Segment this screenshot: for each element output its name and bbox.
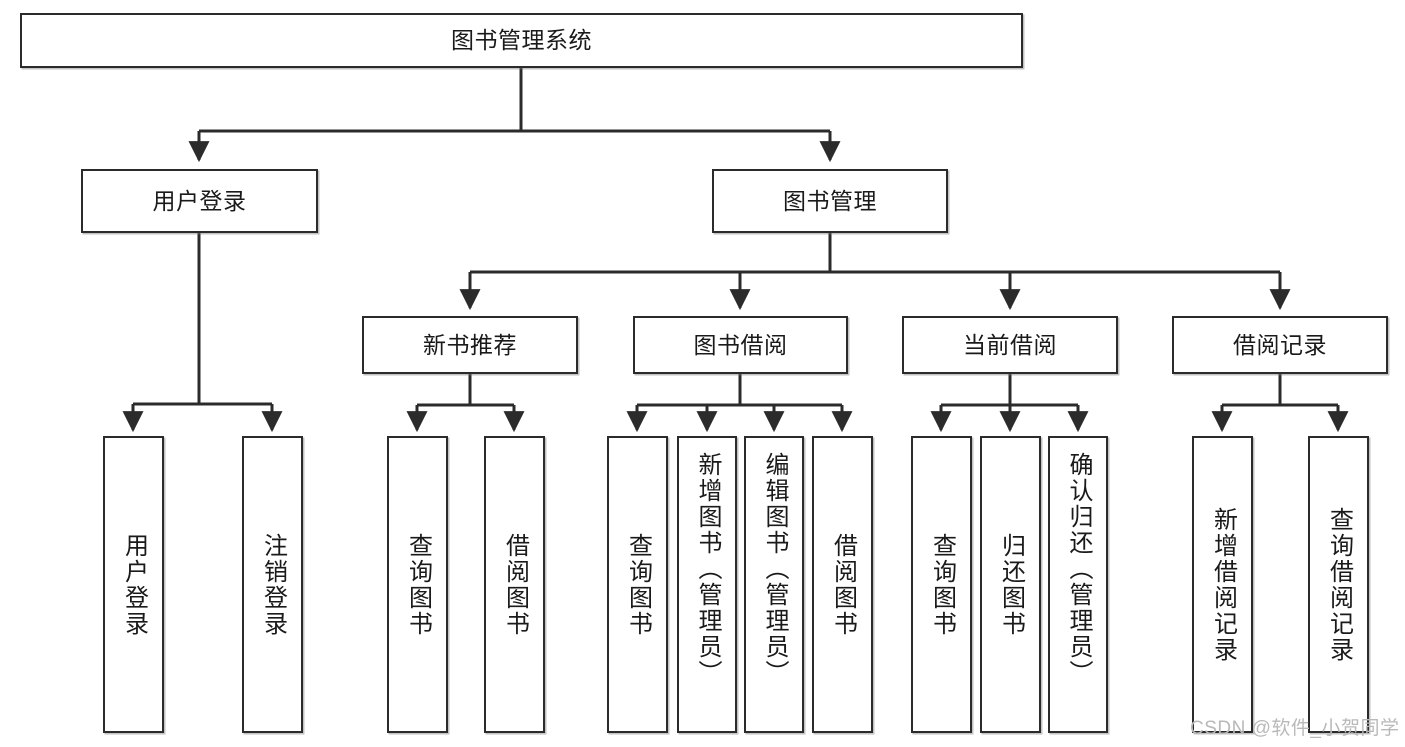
node-root-book-management-system[interactable]: 图书管理系统 xyxy=(20,13,1023,68)
node-label: 图书管理系统 xyxy=(451,27,592,54)
node-label: 用户登录 xyxy=(152,187,247,214)
node-leaf-query-book-current[interactable]: 查询图书 xyxy=(911,436,972,733)
csdn-watermark: CSDN @软件_小贺同学 xyxy=(1190,718,1400,739)
node-leaf-query-book-borrow[interactable]: 查询图书 xyxy=(607,436,668,733)
node-label: 查询图书 xyxy=(624,532,652,637)
node-label: 查询图书 xyxy=(928,532,956,637)
node-label: 查询图书 xyxy=(404,532,432,637)
node-label: 新书推荐 xyxy=(423,331,517,358)
node-user-login[interactable]: 用户登录 xyxy=(81,169,318,233)
node-label: 查询借阅记录 xyxy=(1325,506,1353,663)
node-label: 新增图书（管理员） xyxy=(694,452,721,686)
node-borrow-record[interactable]: 借阅记录 xyxy=(1172,316,1388,374)
node-book-borrow[interactable]: 图书借阅 xyxy=(633,316,848,374)
node-label: 注销登录 xyxy=(259,532,287,637)
node-leaf-edit-book-admin[interactable]: 编辑图书（管理员） xyxy=(744,436,804,733)
node-current-borrow[interactable]: 当前借阅 xyxy=(902,316,1118,374)
node-leaf-user-login[interactable]: 用户登录 xyxy=(103,436,164,733)
node-leaf-user-logout[interactable]: 注销登录 xyxy=(242,436,303,733)
node-book-management[interactable]: 图书管理 xyxy=(712,169,948,233)
node-leaf-return-book[interactable]: 归还图书 xyxy=(980,436,1041,733)
node-label: 图书借阅 xyxy=(693,331,788,358)
node-new-book-recommend[interactable]: 新书推荐 xyxy=(362,316,578,374)
node-label: 借阅记录 xyxy=(1233,331,1327,358)
node-label: 当前借阅 xyxy=(963,331,1057,358)
node-label: 归还图书 xyxy=(997,532,1025,637)
node-label: 图书管理 xyxy=(783,187,877,214)
node-leaf-borrow-book[interactable]: 借阅图书 xyxy=(812,436,873,733)
node-label: 借阅图书 xyxy=(501,532,529,637)
node-leaf-add-book-admin[interactable]: 新增图书（管理员） xyxy=(677,436,737,733)
node-label: 新增借阅记录 xyxy=(1209,506,1237,663)
node-label: 确认归还（管理员） xyxy=(1065,452,1092,686)
node-leaf-query-book-recommend[interactable]: 查询图书 xyxy=(387,436,448,733)
node-leaf-borrow-book-recommend[interactable]: 借阅图书 xyxy=(484,436,545,733)
node-label: 编辑图书（管理员） xyxy=(761,452,788,686)
node-leaf-query-borrow-record[interactable]: 查询借阅记录 xyxy=(1308,436,1369,733)
node-leaf-add-borrow-record[interactable]: 新增借阅记录 xyxy=(1192,436,1253,733)
node-label: 借阅图书 xyxy=(829,532,857,637)
node-leaf-confirm-return-admin[interactable]: 确认归还（管理员） xyxy=(1048,436,1108,733)
node-label: 用户登录 xyxy=(120,532,148,637)
